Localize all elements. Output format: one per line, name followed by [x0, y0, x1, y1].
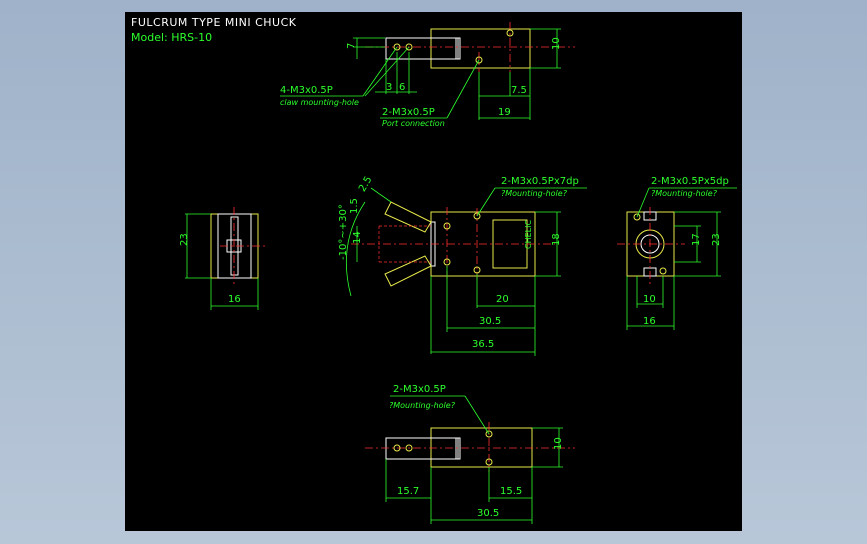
- top-view: 7 10 3 6 7.5 19 4-M3x0.5P claw mounting-…: [280, 22, 575, 128]
- right-callout-spec: 2-M3x0.5Px5dp: [651, 176, 729, 187]
- front-dim-2-5: 2.5: [357, 175, 374, 194]
- front-dim-30-5: 30.5: [479, 316, 501, 327]
- top-callout-port-spec: 2-M3x0.5P: [382, 107, 435, 118]
- drawing-model: Model: HRS-10: [131, 31, 212, 44]
- front-dim-18: 18: [551, 233, 562, 246]
- left-dim-23: 23: [179, 233, 190, 246]
- front-callout-desc: ?Mounting-hole?: [501, 189, 568, 198]
- front-dim-20: 20: [496, 294, 509, 305]
- right-dim-16: 16: [643, 316, 656, 327]
- bottom-dim-15-7: 15.7: [397, 486, 419, 497]
- drawing-title: FULCRUM TYPE MINI CHUCK: [131, 16, 297, 29]
- front-dim-14: 14: [352, 231, 363, 244]
- drawing-canvas: FULCRUM TYPE MINI CHUCK Model: HRS-10 7 …: [125, 12, 742, 531]
- right-dim-23: 23: [711, 233, 722, 246]
- top-dim-7: 7: [346, 43, 357, 49]
- front-dim-36-5: 36.5: [472, 339, 494, 350]
- top-dim-10: 10: [551, 37, 562, 50]
- left-dim-16: 16: [228, 294, 241, 305]
- right-view: 17 23 10 16 2-M3x0.5Px5dp ?Mounting-hole…: [617, 176, 737, 330]
- front-dim-1-5: 1.5: [349, 198, 360, 214]
- top-callout-claw-spec: 4-M3x0.5P: [280, 85, 333, 96]
- left-view: 23 16: [179, 207, 265, 310]
- bottom-callout-spec: 2-M3x0.5P: [393, 384, 446, 395]
- bottom-dim-15-5: 15.5: [500, 486, 522, 497]
- top-dim-3: 3: [386, 82, 392, 93]
- bottom-callout-desc: ?Mounting-hole?: [389, 401, 456, 410]
- top-callout-claw-desc: claw mounting-hole: [280, 98, 359, 107]
- front-callout-spec: 2-M3x0.5Px7dp: [501, 176, 579, 187]
- top-dim-19: 19: [498, 107, 511, 118]
- bottom-view: 10 15.7 15.5 30.5 2-M3x0.5P ?Mounting-ho…: [365, 384, 575, 524]
- front-view: CHELIC -10°~+30° 14 1.5 2.5 18 20 30.5 3…: [338, 175, 587, 356]
- front-brand: CHELIC: [524, 220, 533, 249]
- front-dim-angle: -10°~+30°: [338, 204, 349, 260]
- top-callout-port-desc: Port connection: [382, 119, 445, 128]
- right-dim-10: 10: [643, 294, 656, 305]
- cad-drawing: FULCRUM TYPE MINI CHUCK Model: HRS-10 7 …: [131, 16, 737, 524]
- top-dim-7-5: 7.5: [511, 85, 527, 96]
- right-dim-17: 17: [691, 233, 702, 246]
- bottom-dim-10: 10: [553, 437, 564, 450]
- bottom-dim-30-5: 30.5: [477, 508, 499, 519]
- right-callout-desc: ?Mounting-hole?: [651, 189, 718, 198]
- top-dim-6: 6: [399, 82, 405, 93]
